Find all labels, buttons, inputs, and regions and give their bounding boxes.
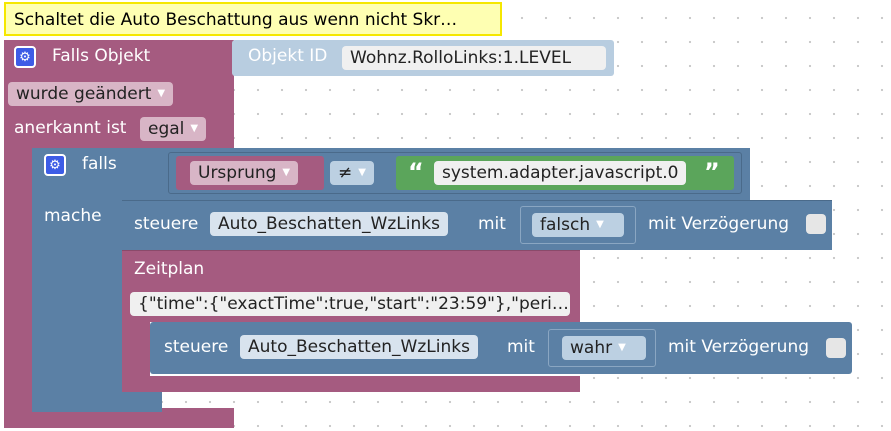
schedule-label: Zeitplan xyxy=(134,259,205,279)
control1-label: steuere xyxy=(134,214,199,234)
ack-dropdown-value: egal xyxy=(148,119,185,139)
control1-value: falsch xyxy=(540,215,591,235)
control1-value-block[interactable] xyxy=(520,206,636,244)
schedule-block-body xyxy=(122,320,150,380)
chevron-down-icon: ▼ xyxy=(190,123,199,134)
ack-label: anerkannt ist xyxy=(14,118,127,138)
control1-delay-label: mit Verzögerung xyxy=(648,214,790,234)
object-id-label: Objekt ID xyxy=(248,46,328,66)
if-block-body xyxy=(32,198,122,398)
control1-delay-checkbox[interactable] xyxy=(806,214,826,234)
origin-dropdown[interactable]: Ursprung ▼ xyxy=(190,161,299,185)
control2-value: wahr xyxy=(570,338,613,358)
gear-icon[interactable]: ⚙ xyxy=(44,154,66,176)
control1-value-dropdown[interactable]: falsch ▼ xyxy=(532,213,624,237)
string-value: system.adapter.javascript.0 xyxy=(442,163,679,183)
event-dropdown-value: wurde geändert xyxy=(16,84,152,104)
trigger-block-footer xyxy=(4,408,234,428)
origin-dropdown-value: Ursprung xyxy=(198,163,277,183)
if-label: falls xyxy=(82,154,117,174)
control1-target[interactable]: Auto_Beschatten_WzLinks xyxy=(210,212,448,236)
control2-value-block[interactable] xyxy=(548,329,656,367)
control2-target[interactable]: Auto_Beschatten_WzLinks xyxy=(240,335,478,359)
schedule-cron-field[interactable]: {"time":{"exactTime":true,"start":"23:59… xyxy=(130,292,570,316)
control2-delay-label: mit Verzögerung xyxy=(668,337,810,357)
comment-text: Schaltet die Auto Beschattung aus wenn n… xyxy=(14,10,458,30)
block-comment[interactable]: Schaltet die Auto Beschattung aus wenn n… xyxy=(4,2,502,36)
operator-value: ≠ xyxy=(338,163,353,183)
string-field[interactable]: system.adapter.javascript.0 xyxy=(434,161,687,185)
gear-icon[interactable]: ⚙ xyxy=(14,46,36,68)
schedule-block-footer xyxy=(122,376,580,392)
quote-open-icon: “ xyxy=(408,158,424,186)
if-block-footer xyxy=(32,390,162,412)
chevron-down-icon: ▼ xyxy=(282,167,291,178)
chevron-down-icon: ▼ xyxy=(157,88,166,99)
control1-with-label: mit xyxy=(478,214,506,234)
object-id-value: Wohnz.RolloLinks:1.LEVEL xyxy=(350,48,572,68)
object-id-field[interactable]: Wohnz.RolloLinks:1.LEVEL xyxy=(342,46,606,70)
control2-delay-checkbox[interactable] xyxy=(826,338,846,358)
control2-target-value: Auto_Beschatten_WzLinks xyxy=(248,337,470,357)
chevron-down-icon: ▼ xyxy=(358,167,366,178)
trigger-block-body xyxy=(4,148,32,420)
control2-label: steuere xyxy=(164,337,229,357)
quote-close-icon: ” xyxy=(704,158,720,186)
do-label: mache xyxy=(44,206,102,226)
schedule-cron-value: {"time":{"exactTime":true,"start":"23:59… xyxy=(138,294,569,314)
event-dropdown[interactable]: wurde geändert ▼ xyxy=(8,82,174,106)
control2-with-label: mit xyxy=(507,337,535,357)
control1-target-value: Auto_Beschatten_WzLinks xyxy=(218,214,440,234)
trigger-label: Falls Objekt xyxy=(52,46,151,66)
chevron-down-icon: ▼ xyxy=(618,342,626,353)
operator-dropdown[interactable]: ≠ ▼ xyxy=(330,161,374,185)
ack-dropdown[interactable]: egal ▼ xyxy=(140,117,207,141)
chevron-down-icon: ▼ xyxy=(596,219,604,230)
control2-value-dropdown[interactable]: wahr ▼ xyxy=(562,336,646,360)
